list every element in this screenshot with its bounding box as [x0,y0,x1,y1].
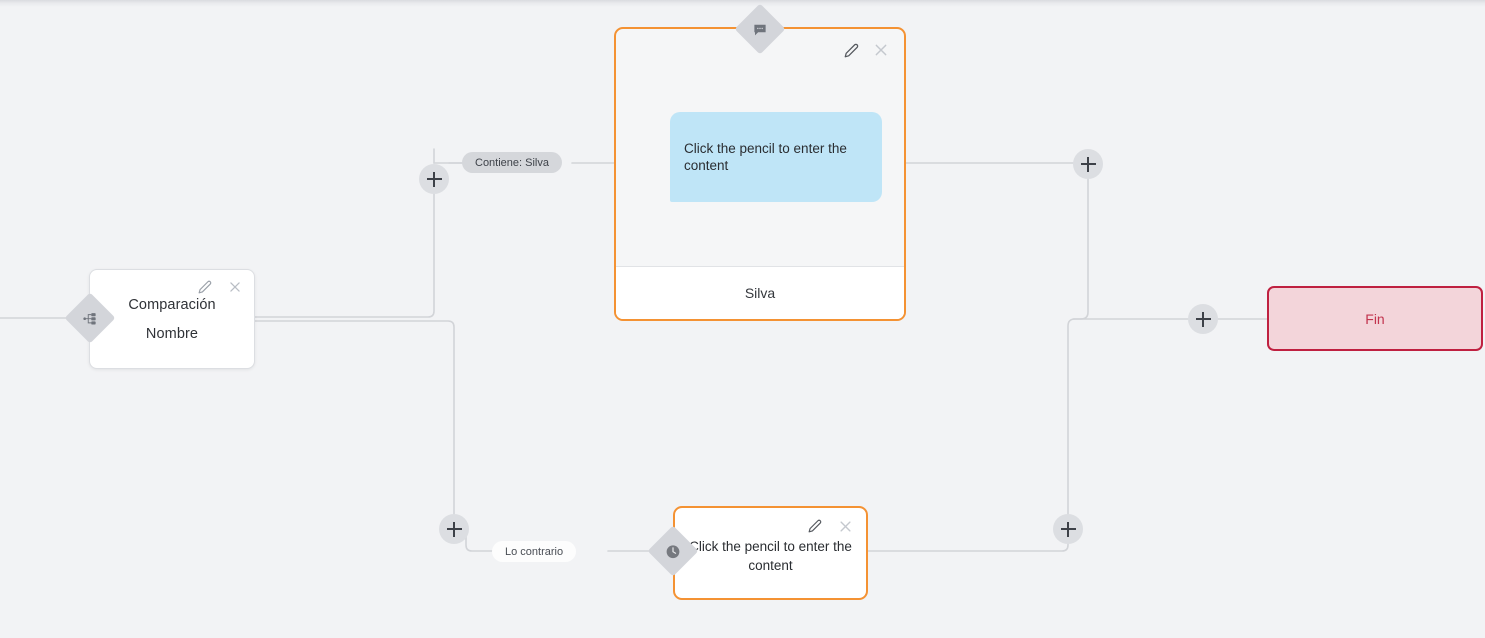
node-wait-text: Click the pencil to enter the content [689,539,852,573]
node-fin-label: Fin [1365,310,1385,327]
node-message-toolbar[interactable] [842,41,890,59]
node-wait-toolbar[interactable] [806,517,854,535]
node-fin[interactable]: Fin [1267,286,1483,351]
edge-wait-out [867,543,1069,552]
edge-true-to-label [433,148,464,164]
node-comparacion-title: Comparación [128,296,216,313]
edge-label-text: Lo contrario [505,545,564,558]
pencil-icon[interactable] [196,278,214,296]
clock-icon [665,543,682,560]
edge-message-out [905,162,1089,169]
node-message-body: Click the pencil to enter the content [616,29,904,266]
node-comparacion[interactable]: Comparación Nombre [89,269,255,369]
edge-label-contiene-silva[interactable]: Contiene: Silva [462,152,562,173]
node-wait-badge[interactable] [647,525,699,577]
message-bubble[interactable]: Click the pencil to enter the content [670,112,882,202]
add-node-button-after-message[interactable] [1073,149,1103,179]
close-icon[interactable] [872,41,890,59]
node-message[interactable]: Click the pencil to enter the content Si… [614,27,906,321]
add-node-button-before-fin[interactable] [1188,304,1218,334]
edge-label-lo-contrario[interactable]: Lo contrario [492,541,577,562]
node-message-footer-label: Silva [744,285,776,301]
close-icon[interactable] [836,517,854,535]
close-icon[interactable] [226,278,244,296]
edge-label-text: Contiene: Silva [475,156,549,169]
node-message-badge[interactable] [734,3,786,55]
add-node-button-false-branch[interactable] [439,514,469,544]
node-message-footer: Silva [616,266,904,319]
message-bubble-text: Click the pencil to enter the content [684,141,847,173]
speech-bubble-icon [753,22,768,37]
branch-icon [83,311,98,326]
node-comparacion-badge[interactable] [64,292,116,344]
node-comparacion-subtitle: Nombre [145,325,199,342]
pencil-icon[interactable] [806,517,824,535]
add-node-button-after-wait[interactable] [1053,514,1083,544]
pencil-icon[interactable] [842,41,860,59]
node-comparacion-toolbar[interactable] [196,278,244,296]
edge-wait-up [1067,318,1082,515]
edge-false-branch [254,320,461,530]
add-node-button-true-branch[interactable] [419,164,449,194]
node-wait[interactable]: Click the pencil to enter the content [673,506,868,600]
edge-true-branch [254,178,435,318]
edge-message-down [1072,177,1089,320]
